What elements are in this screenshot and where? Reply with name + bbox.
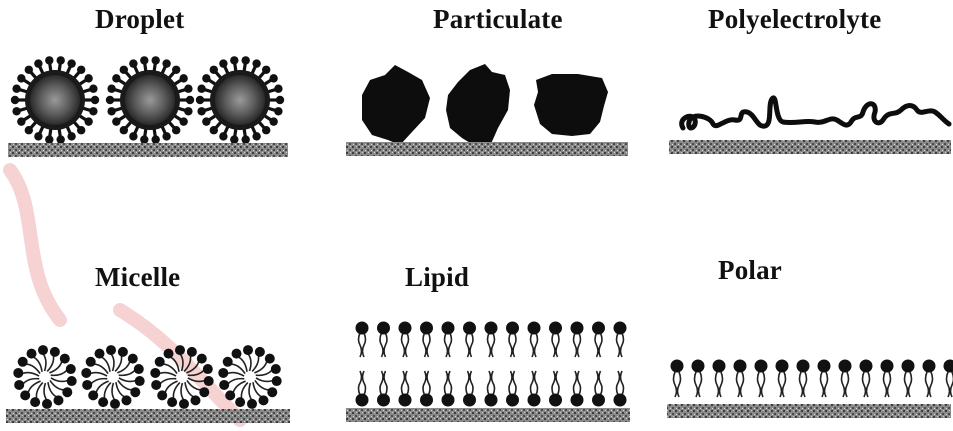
lipid-molecule bbox=[614, 322, 627, 358]
micelle-figure bbox=[0, 325, 300, 431]
substrate bbox=[6, 409, 290, 423]
polar-molecule bbox=[881, 360, 894, 398]
polyelectrolyte-figure bbox=[665, 50, 953, 165]
particulate-particle bbox=[534, 74, 608, 136]
lipid-molecule bbox=[420, 371, 433, 407]
micelle-particle bbox=[218, 345, 281, 409]
particulate-particle bbox=[446, 64, 510, 146]
lipid-molecule bbox=[356, 322, 369, 358]
polar-molecule bbox=[944, 360, 953, 398]
substrate bbox=[669, 140, 951, 154]
particulate-label: Particulate bbox=[433, 4, 563, 35]
lipid-molecule bbox=[463, 371, 476, 407]
lipid-molecule bbox=[463, 322, 476, 358]
micelle-particle bbox=[13, 345, 76, 409]
substrate bbox=[8, 143, 288, 157]
lipid-molecule bbox=[614, 371, 627, 407]
micelle-particle bbox=[81, 345, 144, 409]
lipid-molecule bbox=[485, 322, 498, 358]
polar-molecule bbox=[923, 360, 936, 398]
lipid-molecule bbox=[377, 322, 390, 358]
lipid-molecule bbox=[356, 371, 369, 407]
lipid-molecule bbox=[528, 371, 541, 407]
lipid-molecule bbox=[485, 371, 498, 407]
lipid-molecule bbox=[571, 322, 584, 358]
droplet-particle bbox=[11, 56, 99, 144]
polar-molecule bbox=[692, 360, 705, 398]
polar-molecule bbox=[797, 360, 810, 398]
lipid-molecule bbox=[442, 322, 455, 358]
polar-molecule bbox=[713, 360, 726, 398]
particulate-particle bbox=[362, 65, 430, 145]
lipid-molecule bbox=[528, 322, 541, 358]
lipid-label: Lipid bbox=[405, 262, 469, 293]
polar-molecule bbox=[902, 360, 915, 398]
lipid-molecule bbox=[420, 322, 433, 358]
lipid-molecule bbox=[571, 371, 584, 407]
particulate-figure bbox=[340, 50, 640, 165]
lipid-molecule bbox=[442, 371, 455, 407]
polar-label: Polar bbox=[718, 255, 782, 286]
droplet-label: Droplet bbox=[95, 4, 184, 35]
lipid-molecule bbox=[377, 371, 390, 407]
polar-molecule bbox=[734, 360, 747, 398]
lipid-figure bbox=[340, 310, 640, 431]
substrate bbox=[346, 142, 628, 156]
droplet-figure bbox=[0, 50, 300, 165]
polymer-chain bbox=[682, 98, 949, 128]
substrate bbox=[667, 404, 951, 418]
droplet-particle bbox=[106, 56, 194, 144]
polar-molecule bbox=[755, 360, 768, 398]
polyelectrolyte-label: Polyelectrolyte bbox=[708, 4, 881, 35]
micelle-label: Micelle bbox=[95, 262, 180, 293]
polar-figure bbox=[663, 350, 953, 431]
lipid-molecule bbox=[592, 322, 605, 358]
lipid-molecule bbox=[399, 371, 412, 407]
polar-molecule bbox=[839, 360, 852, 398]
polar-molecule bbox=[818, 360, 831, 398]
lipid-molecule bbox=[399, 322, 412, 358]
lipid-molecule bbox=[549, 371, 562, 407]
lipid-molecule bbox=[592, 371, 605, 407]
substrate bbox=[346, 408, 630, 422]
lipid-molecule bbox=[506, 371, 519, 407]
micelle-particle bbox=[150, 345, 213, 409]
droplet-particle bbox=[196, 56, 284, 144]
lipid-molecule bbox=[549, 322, 562, 358]
polar-molecule bbox=[671, 360, 684, 398]
polar-molecule bbox=[776, 360, 789, 398]
lipid-molecule bbox=[506, 322, 519, 358]
polar-molecule bbox=[860, 360, 873, 398]
